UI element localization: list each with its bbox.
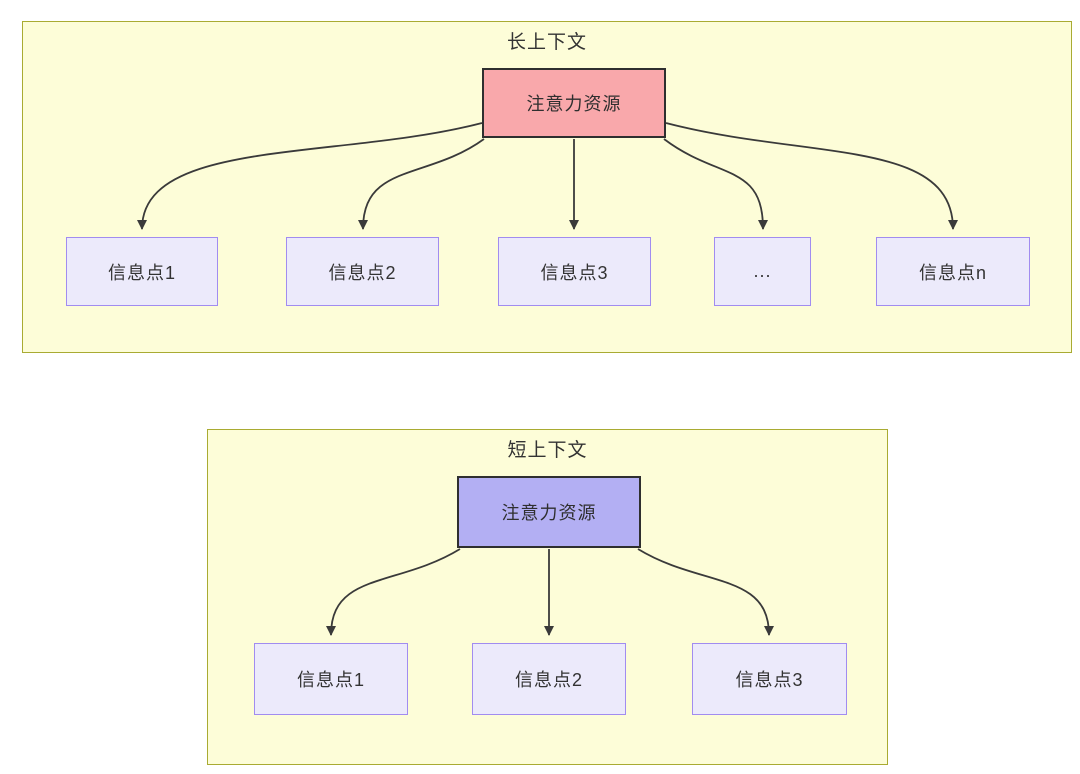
node-long-info-2: 信息点2	[286, 237, 439, 306]
hub-attention-long: 注意力资源	[482, 68, 666, 138]
node-long-info-3: 信息点3	[498, 237, 651, 306]
panel-short-title: 短上下文	[507, 440, 588, 461]
node-label: 信息点3	[735, 670, 804, 690]
node-label: 信息点3	[540, 262, 609, 283]
node-label: 信息点1	[296, 670, 365, 690]
hub-attention-short: 注意力资源	[457, 476, 641, 548]
hub-attention-short-label: 注意力资源	[501, 503, 597, 523]
node-short-info-3: 信息点3	[692, 643, 847, 715]
node-label: 信息点1	[107, 262, 176, 283]
node-label: 信息点2	[328, 262, 397, 283]
node-short-info-1: 信息点1	[254, 643, 408, 715]
node-long-ellipsis: ...	[714, 237, 811, 306]
node-label: ...	[753, 261, 772, 281]
node-short-info-2: 信息点2	[472, 643, 626, 715]
hub-attention-long-label: 注意力资源	[526, 94, 622, 114]
panel-long-title: 长上下文	[506, 32, 587, 53]
node-label: 信息点2	[514, 670, 583, 690]
node-label: 信息点n	[918, 262, 987, 283]
node-long-info-1: 信息点1	[66, 237, 218, 306]
node-long-info-n: 信息点n	[876, 237, 1030, 306]
